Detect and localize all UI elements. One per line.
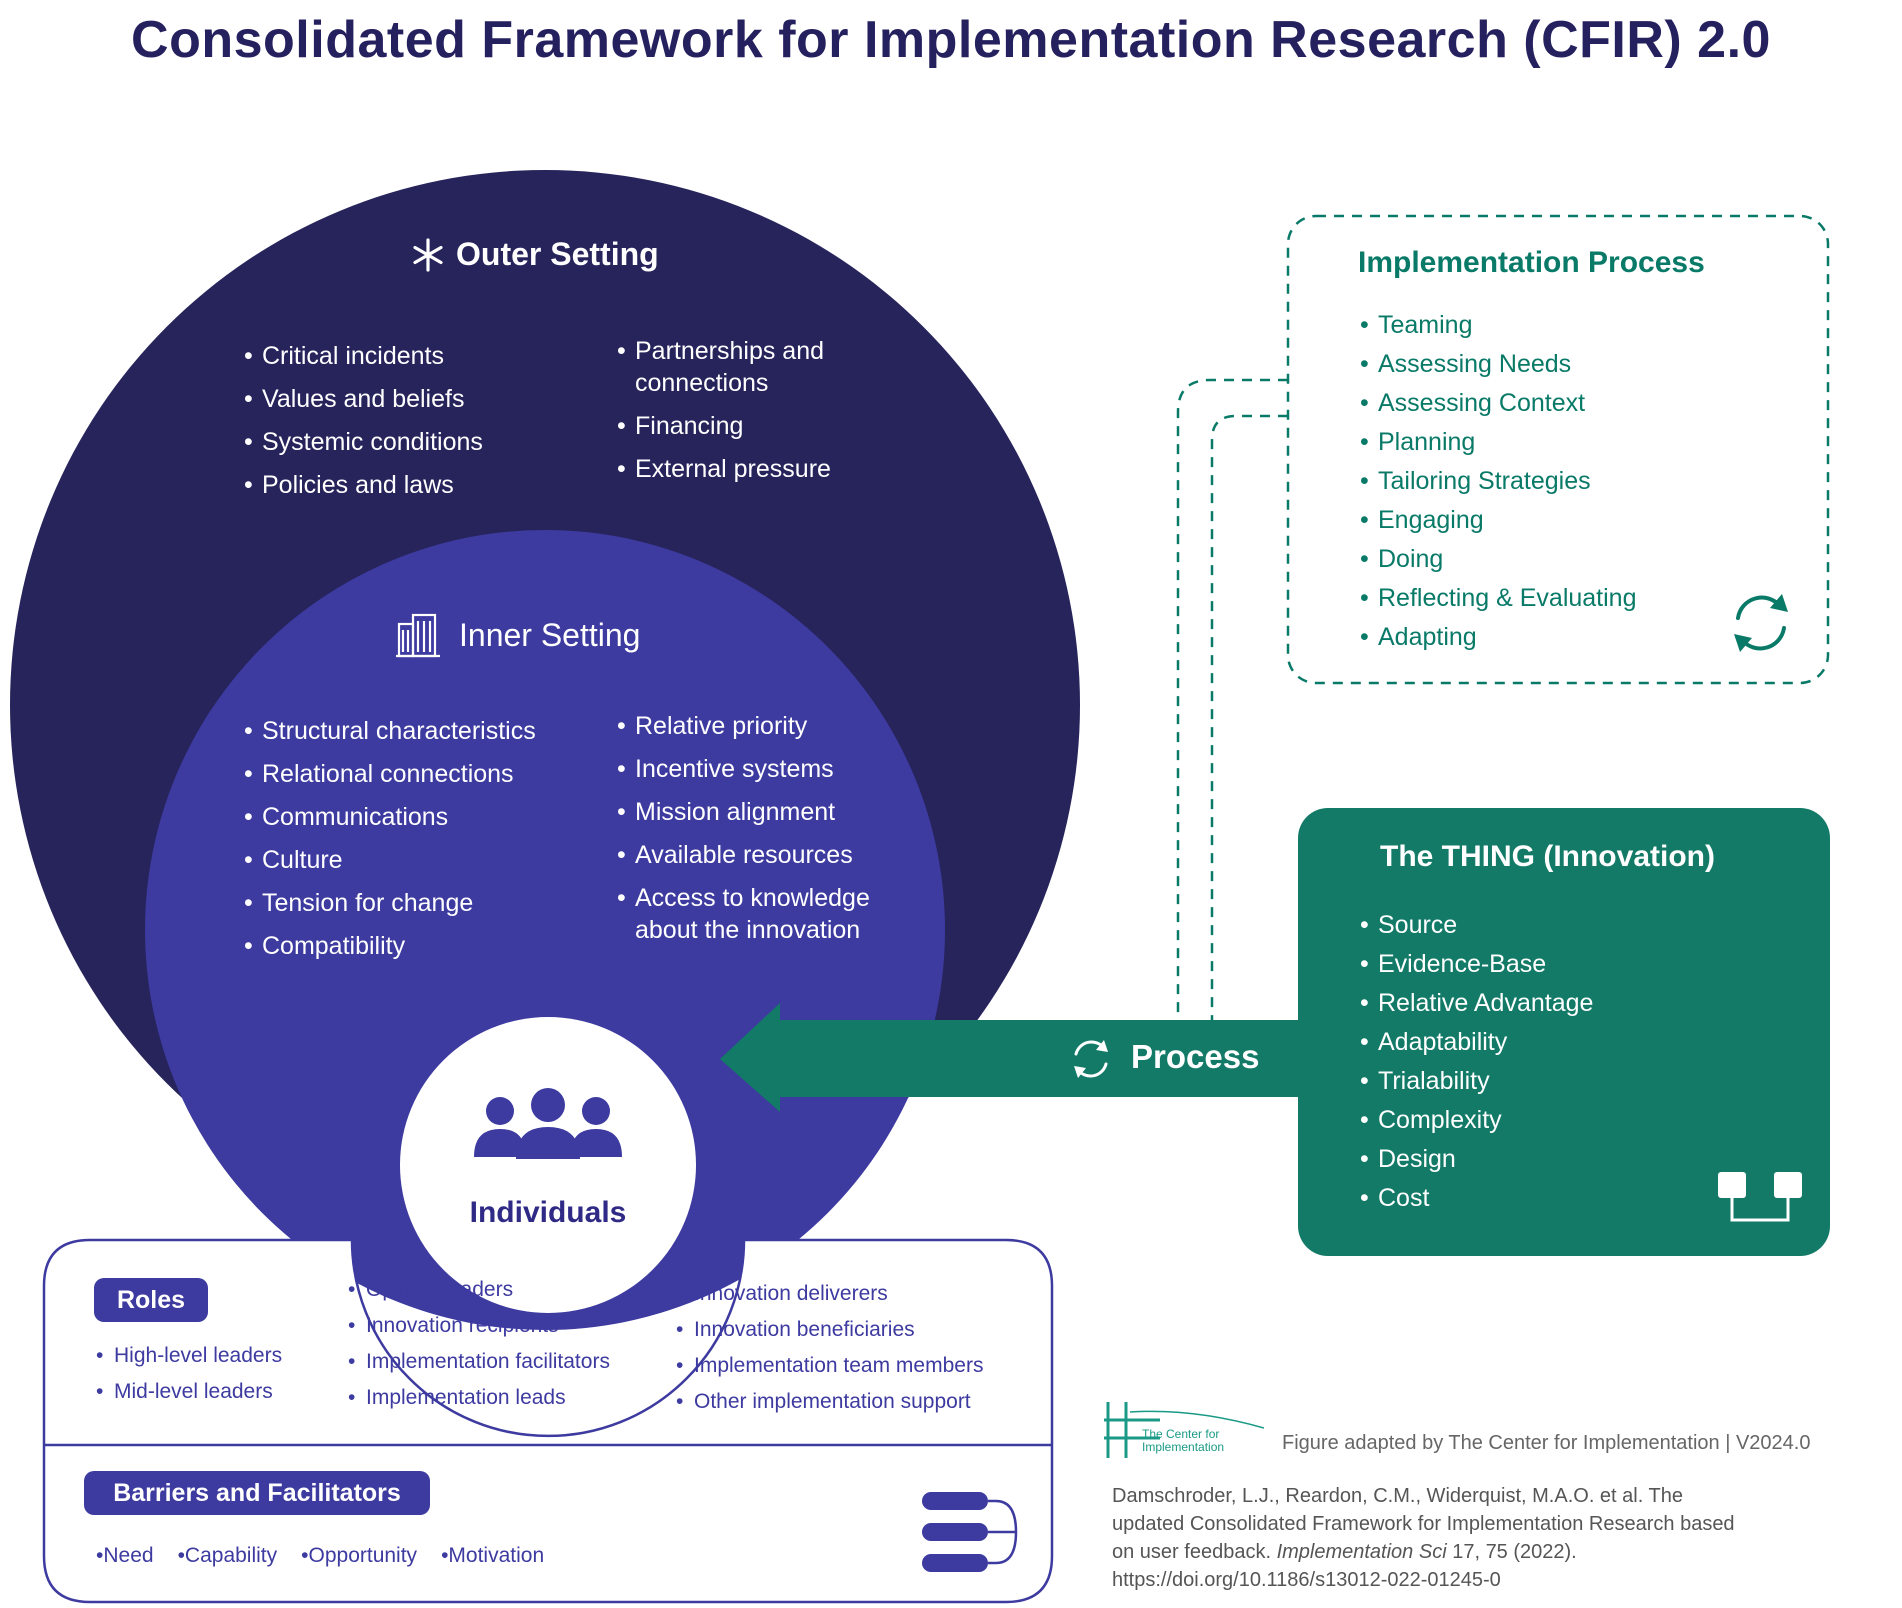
outer-setting-item: Values and beliefs [244, 378, 483, 421]
implementation-process-item: Planning [1360, 423, 1636, 462]
outer-setting-item: Critical incidents [244, 335, 483, 378]
inner-setting-list-1: Structural characteristicsRelational con… [244, 710, 536, 968]
outer-setting-item: External pressure [617, 453, 847, 485]
process-label: Process [1131, 1038, 1260, 1075]
outer-setting-item: Systemic conditions [244, 421, 483, 464]
role-item: Mid-level leaders [96, 1374, 282, 1410]
implementation-process-item: Teaming [1360, 306, 1636, 345]
innovation-item: Adaptability [1360, 1023, 1593, 1062]
outer-setting-header: Outer Setting [410, 236, 659, 273]
credit-text: Figure adapted by The Center for Impleme… [1282, 1432, 1811, 1454]
inner-setting-item: Culture [244, 839, 536, 882]
building-icon [396, 613, 440, 658]
barriers-list: Need Capability Opportunity Motivation [96, 1544, 544, 1568]
innovation-list: SourceEvidence-BaseRelative AdvantageAda… [1360, 906, 1593, 1218]
innovation-item: Source [1360, 906, 1593, 945]
barrier-item: Motivation [441, 1544, 544, 1568]
role-item: Innovation beneficiaries [676, 1312, 983, 1348]
inner-setting-item: Access to knowledge about the innovation [617, 882, 907, 946]
inner-setting-list-2: Relative priorityIncentive systemsMissio… [617, 710, 907, 957]
roles-list-1: High-level leadersMid-level leaders [96, 1338, 282, 1410]
innovation-item: Cost [1360, 1179, 1593, 1218]
implementation-process-item: Tailoring Strategies [1360, 462, 1636, 501]
connector-icon [1718, 1172, 1802, 1222]
citation: Damschroder, L.J., Reardon, C.M., Widerq… [1112, 1482, 1752, 1594]
inner-setting-item: Mission alignment [617, 796, 907, 828]
barrier-item: Opportunity [301, 1544, 418, 1568]
implementation-process-item: Doing [1360, 540, 1636, 579]
role-item: Innovation deliverers [676, 1276, 983, 1312]
inner-setting-item: Tension for change [244, 882, 536, 925]
inner-setting-item: Communications [244, 796, 536, 839]
cfi-logo-mark [1104, 1402, 1265, 1458]
individuals-circle [400, 1017, 696, 1313]
innovation-item: Design [1360, 1140, 1593, 1179]
cycle-icon [1074, 1040, 1108, 1078]
cfi-logo-line2: Implementation [1142, 1440, 1225, 1454]
citation-authors: Damschroder, L.J., Reardon, C.M., Widerq… [1112, 1485, 1735, 1563]
role-item: Opinion leaders [348, 1272, 610, 1308]
people-icon [474, 1088, 622, 1159]
outer-setting-list-1: Critical incidentsValues and beliefsSyst… [244, 335, 483, 507]
implementation-process-item: Adapting [1360, 618, 1636, 657]
roles-pill: Roles [94, 1278, 208, 1322]
role-item: Implementation team members [676, 1348, 983, 1384]
implementation-process-item: Engaging [1360, 501, 1636, 540]
innovation-item: Relative Advantage [1360, 984, 1593, 1023]
asterisk-icon [413, 237, 443, 272]
citation-volume: 17, 75 (2022). [1452, 1541, 1577, 1563]
innovation-item: Trialability [1360, 1062, 1593, 1101]
barrier-item: Capability [178, 1544, 277, 1568]
role-item: High-level leaders [96, 1338, 282, 1374]
citation-doi[interactable]: https://doi.org/10.1186/s13012-022-01245… [1112, 1569, 1501, 1591]
innovation-title: The THING (Innovation) [1380, 840, 1715, 873]
barriers-pill: Barriers and Facilitators [84, 1471, 430, 1515]
implementation-process-list: TeamingAssessing NeedsAssessing ContextP… [1360, 306, 1636, 657]
inner-setting-item: Available resources [617, 839, 907, 871]
implementation-process-title: Implementation Process [1358, 246, 1705, 279]
inner-setting-title: Inner Setting [459, 616, 641, 653]
cfi-logo: The Center for Implementation [1104, 1398, 1265, 1467]
cycle-icon [1734, 594, 1788, 652]
individuals-title: Individuals [469, 1196, 627, 1229]
citation-journal: Implementation Sci [1276, 1541, 1447, 1563]
inner-setting-item: Incentive systems [617, 753, 907, 785]
outer-setting-item: Financing [617, 410, 847, 442]
process-arrow [720, 1003, 1300, 1112]
implementation-process-item: Assessing Context [1360, 384, 1636, 423]
outer-setting-title: Outer Setting [456, 236, 659, 272]
cfi-logo-line1: The Center for [1142, 1427, 1220, 1441]
inner-setting-item: Compatibility [244, 925, 536, 968]
innovation-item: Complexity [1360, 1101, 1593, 1140]
role-item: Other implementation support [676, 1384, 983, 1420]
roles-list-2: Opinion leadersInnovation recipientsImpl… [348, 1272, 610, 1416]
process-connector-inner [1210, 414, 1288, 1022]
role-item: Implementation facilitators [348, 1344, 610, 1380]
stack-icon [922, 1492, 1018, 1572]
role-item: Innovation recipients [348, 1308, 610, 1344]
outer-setting-list-2: Partnerships and connectionsFinancingExt… [617, 335, 847, 496]
implementation-process-item: Assessing Needs [1360, 345, 1636, 384]
page-title: Consolidated Framework for Implementatio… [131, 11, 1771, 69]
roles-list-3: Innovation deliverersInnovation benefici… [676, 1276, 983, 1420]
barrier-item: Need [96, 1544, 153, 1568]
innovation-item: Evidence-Base [1360, 945, 1593, 984]
inner-setting-item: Structural characteristics [244, 710, 536, 753]
outer-setting-item: Partnerships and connections [617, 335, 847, 399]
implementation-process-item: Reflecting & Evaluating [1360, 579, 1636, 618]
inner-setting-header: Inner Setting [395, 612, 640, 658]
process-connector-outer [1176, 378, 1288, 1022]
role-item: Implementation leads [348, 1380, 610, 1416]
outer-setting-item: Policies and laws [244, 464, 483, 507]
inner-setting-item: Relative priority [617, 710, 907, 742]
inner-setting-item: Relational connections [244, 753, 536, 796]
implementation-process-box [1286, 214, 1830, 685]
